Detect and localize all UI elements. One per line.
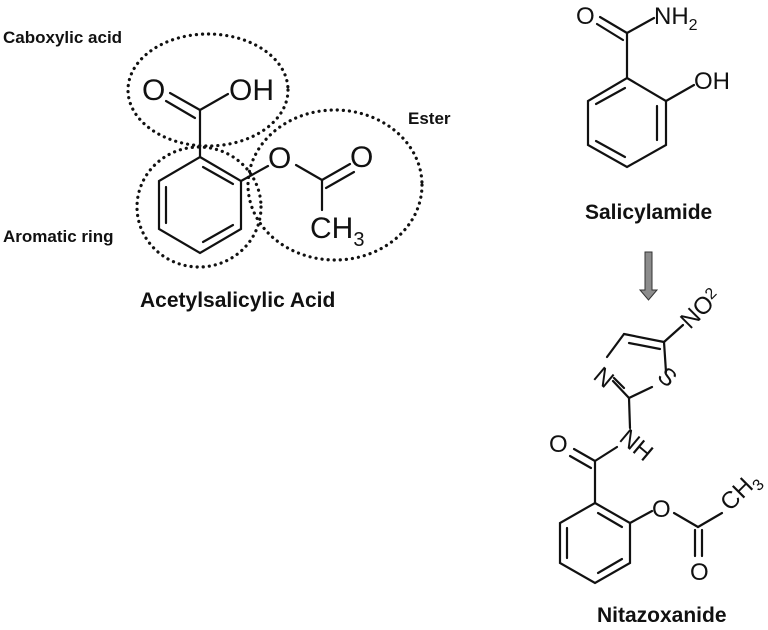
thiazole-nitrogen: N: [588, 362, 619, 394]
salicylamide-nh2-bond: [625, 16, 656, 35]
thiazole-c5-s-bond: [662, 340, 668, 374]
acetylsalicylic-acid-structure: O OH O O CH3 Caboxylic acid Aromatic rin…: [3, 28, 451, 312]
aspirin-ester-carbonyl-oxygen: O: [350, 141, 373, 174]
thiazole-s-c2-bond: [627, 385, 654, 400]
nitazoxanide-ester-o-bond: [628, 509, 654, 525]
thiazole-c4-n-bond: [605, 332, 626, 359]
aspirin-ring-double-bond: [201, 223, 235, 244]
nitazoxanide-ring-double-bond: [596, 511, 624, 529]
salicylamide-hydroxyl-group: OH: [694, 68, 730, 95]
salicylamide-ring-double-bond: [594, 139, 627, 159]
thiazole-c4-c5-double-bond: [622, 332, 666, 344]
salicylamide-benzene-ring: [586, 76, 668, 169]
salicylamide-ring-double-bond: [594, 86, 627, 106]
aromatic-ring-region-circle: [135, 145, 263, 269]
salicylamide-carbonyl-double-bond: [595, 22, 625, 42]
aspirin-hydroxyl-group: OH: [229, 74, 274, 107]
nitro-bond: [662, 323, 685, 344]
aspirin-ester-o-bond: [239, 164, 270, 183]
ester-region-circle: [246, 108, 424, 262]
nitazoxanide-carbonyl-oxygen: O: [549, 431, 568, 458]
amine-text: NH: [654, 3, 689, 30]
methyl-subscript: 3: [353, 229, 364, 251]
amide-nh-group: NH: [614, 424, 658, 467]
nitazoxanide-ester-carbonyl-oxygen: O: [690, 559, 709, 586]
aspirin-methyl-group: CH3: [310, 212, 364, 251]
aspirin-carbonyl-double-bond: [164, 99, 197, 120]
thiazole-sulfur: S: [652, 362, 682, 393]
thiazole-c4-c5-double-bond: [627, 341, 662, 351]
nitazoxanide-structure: N S NO2 NH O O CH3 O Nitazoxanide: [549, 285, 768, 627]
aspirin-benzene-ring: [157, 155, 243, 255]
aspirin-hydroxyl-bond: [198, 92, 230, 112]
carboxylic-acid-label: Caboxylic acid: [3, 28, 122, 47]
aspirin-carbonyl-oxygen: O: [142, 74, 165, 107]
aspirin-ester-c-bond: [294, 163, 324, 182]
acetylsalicylic-acid-title: Acetylsalicylic Acid: [140, 289, 335, 312]
aromatic-ring-label: Aromatic ring: [3, 227, 114, 246]
nitazoxanide-carbonyl-double-bond: [572, 447, 597, 463]
thiazole-c2-n-double-bond: [611, 379, 631, 400]
nh-carbonyl-bond: [593, 445, 619, 463]
thiazole-c2-nh-bond: [627, 396, 632, 430]
aspirin-ester-carbonyl-double-bond: [324, 170, 356, 190]
aspirin-carbonyl-double-bond: [168, 91, 202, 112]
nitazoxanide-ester-oxygen: O: [652, 496, 671, 523]
methyl-text: CH: [310, 212, 353, 245]
amine-subscript: 2: [689, 17, 698, 34]
nitazoxanide-title: Nitazoxanide: [597, 604, 727, 627]
transformation-arrow: [638, 251, 659, 301]
salicylamide-hydroxyl-bond: [664, 83, 696, 103]
aspirin-ester-carbonyl-double-bond: [320, 162, 352, 182]
thiazole-c2-n-double-bond: [612, 376, 626, 390]
salicylamide-carbonyl-oxygen: O: [576, 3, 595, 30]
down-arrow-icon: [638, 251, 659, 301]
carboxylic-acid-region-circle: [126, 32, 290, 148]
salicylamide-carbonyl-double-bond: [598, 15, 629, 35]
salicylamide-title: Salicylamide: [585, 201, 712, 224]
salicylamide-amine-group: NH2: [654, 3, 698, 34]
nitazoxanide-methyl-bond: [696, 511, 724, 529]
salicylamide-structure: O NH2 OH Salicylamide: [576, 3, 730, 224]
nitazoxanide-ester-c-bond: [672, 511, 700, 529]
nitazoxanide-benzene-ring: [558, 501, 632, 585]
nitazoxanide-methyl-group: CH3: [715, 466, 768, 519]
ester-label: Ester: [408, 109, 451, 128]
aspirin-ring-double-bond: [201, 165, 235, 186]
aspirin-ester-oxygen: O: [268, 142, 291, 175]
nitazoxanide-carbonyl-double-bond: [568, 454, 593, 470]
nitazoxanide-ring-double-bond: [596, 557, 624, 575]
